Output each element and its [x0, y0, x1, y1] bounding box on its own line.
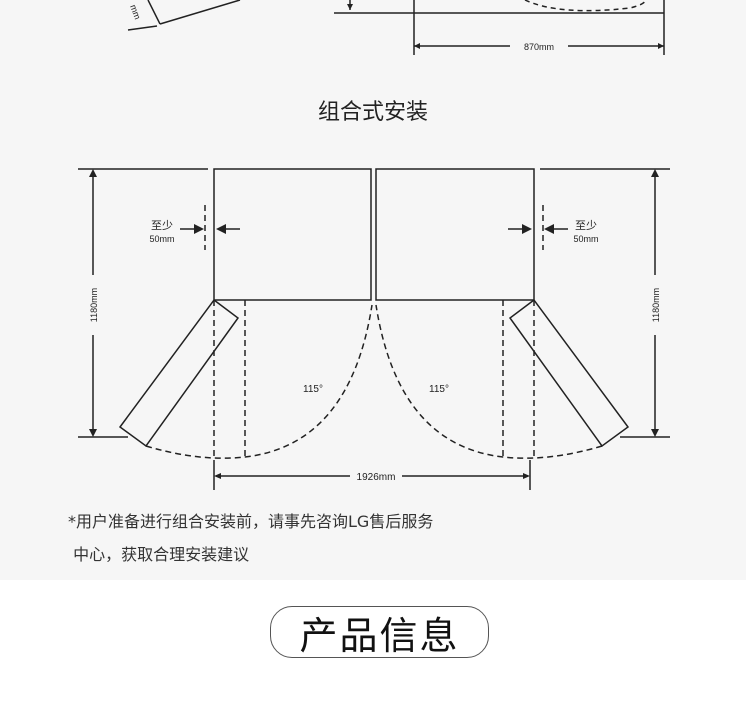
- left-gap-value: 50mm: [149, 234, 174, 244]
- right-gap-label: 至少: [575, 219, 597, 232]
- left-door: [118, 298, 240, 448]
- right-fridge-body: [375, 168, 535, 301]
- total-width-label: 1926mm: [357, 472, 396, 483]
- installation-section: [0, 0, 746, 580]
- install-note-line-1: *用户准备进行组合安装前，请事先咨询LG售后服务: [68, 512, 434, 531]
- installation-diagram: 870mm mm 1180mm 1180mm 至少 50mm 至少 50mm 1…: [78, 0, 670, 490]
- left-height-label: 1180mm: [89, 288, 99, 322]
- left-gap-label: 至少: [151, 219, 173, 232]
- top-unit-fragment: mm: [128, 3, 143, 21]
- product-info-heading: 产品信息: [270, 606, 489, 658]
- section-title: 组合式安装: [317, 100, 428, 125]
- install-note-line-2: 中心，获取合理安装建议: [68, 545, 250, 564]
- top-width-label: 870mm: [524, 42, 554, 52]
- right-gap-value: 50mm: [573, 234, 598, 244]
- right-door-angle: 115°: [429, 384, 449, 395]
- left-fridge-body: [213, 168, 372, 301]
- right-door: [508, 298, 630, 448]
- left-door-angle: 115°: [303, 384, 323, 395]
- single-install-diagram-fragment: [127, 0, 665, 55]
- right-height-label: 1180mm: [651, 288, 661, 322]
